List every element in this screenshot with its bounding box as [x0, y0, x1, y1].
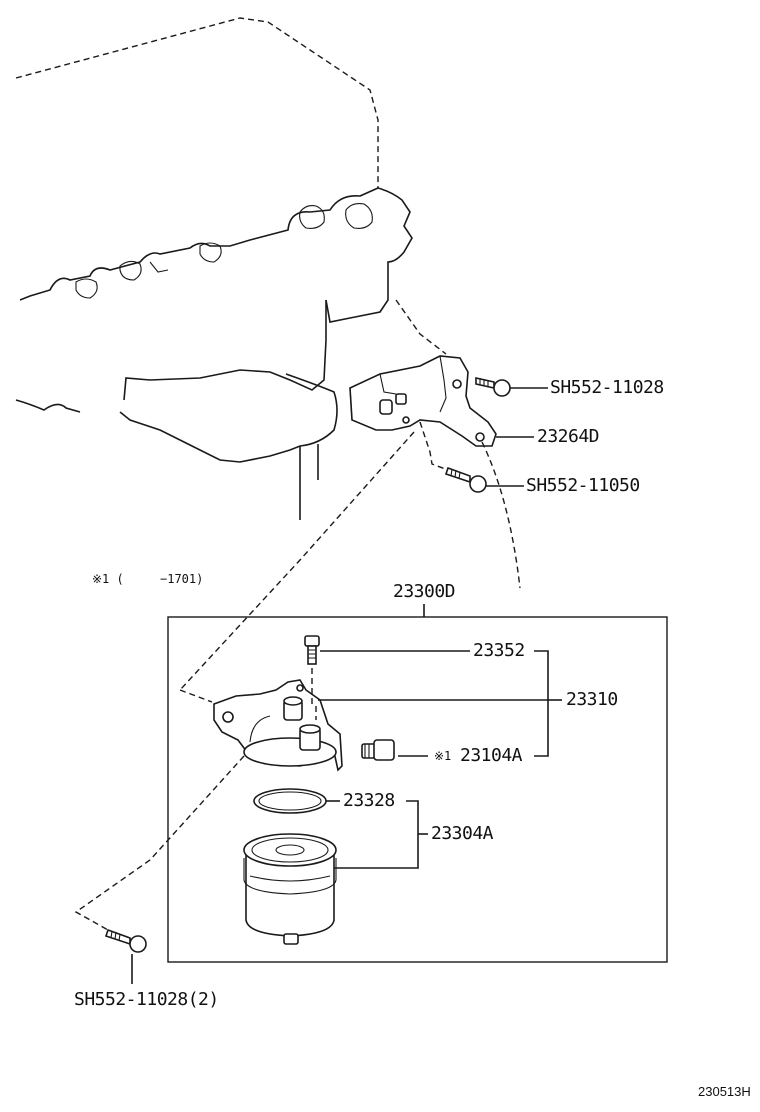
label-plug: 23352 — [473, 640, 525, 661]
bolt-bottom — [104, 928, 147, 984]
bolt-top — [475, 377, 511, 397]
bleed-marker: ※1 — [434, 749, 452, 763]
gasket-23328 — [253, 788, 327, 814]
bracket-23264D — [349, 355, 497, 447]
bolt-mid — [444, 466, 487, 493]
bleed-plug-23104A — [361, 739, 395, 761]
label-body: 23310 — [566, 689, 618, 710]
plug-23352 — [304, 635, 320, 706]
assembly-frame — [167, 616, 668, 963]
engine-outline — [15, 17, 447, 520]
label-bolt-mid: SH552-11050 — [526, 475, 640, 496]
note-range: −1701) — [160, 572, 204, 586]
label-bracket: 23264D — [537, 426, 600, 447]
label-gasket: 23328 — [343, 790, 395, 811]
note-marker: ※1 ( — [92, 572, 124, 586]
label-bolt-bottom: SH552-11028(2) — [74, 989, 219, 1010]
label-element: 23304A — [431, 823, 494, 844]
element-23304A — [243, 833, 337, 945]
diagram-code: 230513H — [698, 1084, 751, 1099]
label-bleed-plug: 23104A — [460, 745, 523, 766]
label-bolt-top: SH552-11028 — [550, 377, 664, 398]
label-assembly: 23300D — [393, 581, 456, 602]
filter-body-23310 — [213, 679, 343, 772]
